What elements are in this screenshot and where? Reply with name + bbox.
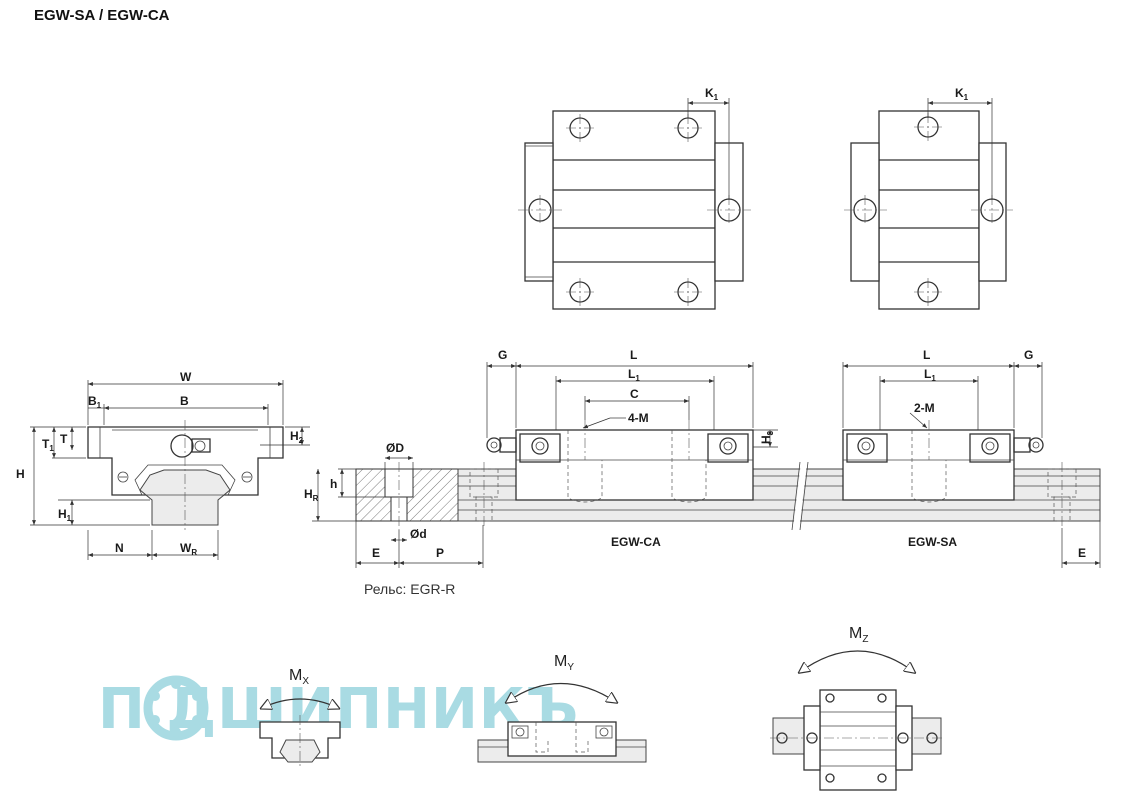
dim-b1-label: B1 — [88, 394, 102, 410]
dim-p-label: P — [436, 546, 444, 560]
bolt-hole-icon — [914, 278, 942, 306]
bolt-hole-icon — [674, 278, 702, 306]
dim-t1-label: T1 — [42, 437, 54, 453]
grease-nipple-icon — [486, 437, 517, 453]
dim-bore-diameter-label: ØD — [386, 441, 404, 455]
dim-h3-label: H3 — [759, 430, 775, 444]
dim-l1-label: L1 — [924, 367, 936, 383]
dim-e-label: E — [372, 546, 380, 560]
dim-l-label: L — [630, 348, 637, 362]
dim-hole-diameter-label: Ød — [410, 527, 427, 541]
dim-g-label: G — [1024, 348, 1033, 362]
grease-nipple-icon — [170, 434, 211, 458]
dim-wr-label: WR — [180, 541, 197, 557]
block-caption-sa: EGW-SA — [908, 535, 957, 549]
screw-icon — [241, 471, 253, 483]
dim-l-label: L — [923, 348, 930, 362]
rail-caption: Рельс: EGR-R — [364, 581, 455, 597]
rail-section: ØD Ød h HR E P Рельс: EGR-R — [304, 441, 484, 597]
page-title: EGW-SA / EGW-CA — [34, 7, 170, 24]
dim-k1-label: K1 — [705, 86, 719, 102]
dim-h-label: H — [16, 467, 25, 481]
dim-h2-label: H2 — [290, 429, 304, 445]
moment-mx: MX — [260, 667, 340, 768]
moment-my: MY — [477, 653, 647, 763]
bearing-logo-icon — [143, 675, 209, 741]
dim-n-label: N — [115, 541, 124, 555]
bolt-hole-icon — [518, 195, 562, 225]
screw-icon — [117, 471, 129, 483]
dim-hr-label: HR — [304, 487, 319, 503]
dim-k1-label: K1 — [955, 86, 969, 102]
moment-mx-label: MX — [289, 667, 309, 687]
dim-c-label: C — [630, 387, 639, 401]
dim-g-label: G — [498, 348, 507, 362]
moment-mz-label: MZ — [849, 625, 868, 645]
screw-icon — [531, 437, 549, 455]
side-view: G L L1 C 4-M H3 EGW-CA L G L1 2-M EGW-SA — [457, 348, 1101, 568]
thread-2m-label: 2-M — [914, 401, 935, 415]
screw-icon — [719, 437, 737, 455]
block-caption-ca: EGW-CA — [611, 535, 661, 549]
top-view-sa: K1 — [844, 86, 1013, 310]
screw-icon — [857, 437, 875, 455]
top-view-ca: K1 — [518, 86, 751, 310]
dim-e-label: E — [1078, 546, 1086, 560]
bolt-hole-icon — [844, 195, 887, 225]
front-view: W B B1 H T1 T H1 H2 N WR — [16, 370, 310, 560]
moment-mz: MZ — [770, 625, 944, 791]
dim-w-label: W — [180, 370, 192, 384]
bolt-hole-icon — [566, 278, 594, 306]
dim-b-label: B — [180, 394, 189, 408]
grease-nipple-icon — [1013, 437, 1044, 453]
bolt-hole-icon — [566, 114, 594, 142]
dim-h-depth-label: h — [330, 477, 337, 491]
thread-4m-label: 4-M — [628, 411, 649, 425]
moment-my-label: MY — [554, 653, 574, 673]
dim-h1-label: H1 — [58, 507, 72, 523]
screw-icon — [981, 437, 999, 455]
dim-l1-label: L1 — [628, 367, 640, 383]
dim-t-label: T — [60, 432, 68, 446]
